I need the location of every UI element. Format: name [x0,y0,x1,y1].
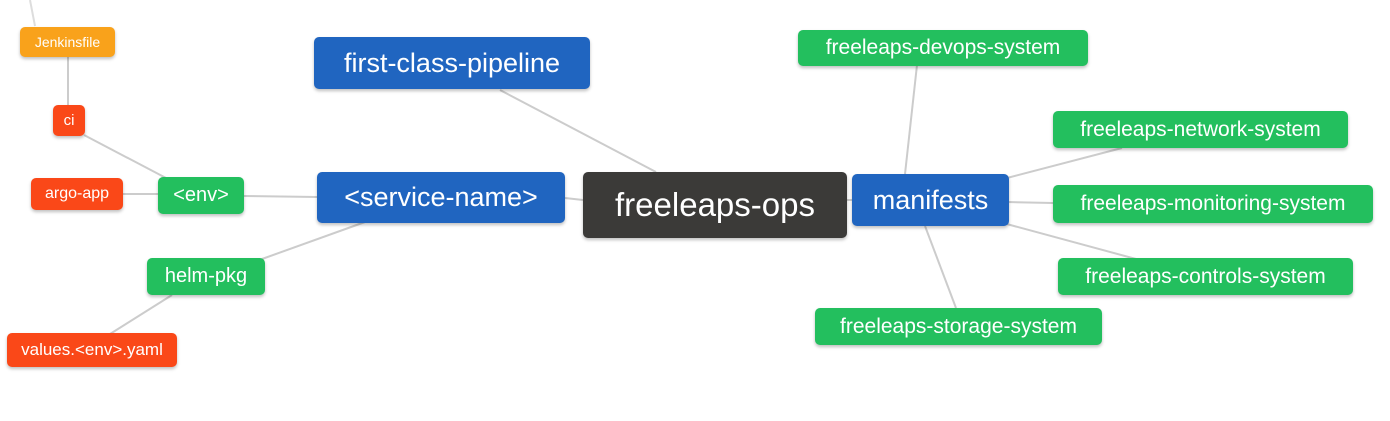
edge-helm-pkg-values [109,294,173,335]
edge-manifests-storage-system [924,225,957,309]
node-freeleaps-storage-system[interactable]: freeleaps-storage-system [815,308,1102,345]
edge-service-name-helm-pkg [261,221,366,260]
edge-manifests-controls-system [1002,222,1137,260]
edge-manifests-network-system [1006,147,1123,179]
edge-manifests-devops-system [904,64,918,175]
edge-manifests-monitoring-system [1006,201,1054,204]
node-helm-pkg[interactable]: helm-pkg [147,258,265,295]
node-freeleaps-devops-system[interactable]: freeleaps-devops-system [798,30,1088,66]
node-jenkinsfile[interactable]: Jenkinsfile [20,27,115,57]
edge-ci-env [83,134,167,179]
node-manifests[interactable]: manifests [852,174,1009,226]
node-argo-app[interactable]: argo-app [31,178,123,210]
edge-offscreen-jenkinsfile [29,0,36,27]
edge-service-name-freeleaps-ops [564,197,584,201]
node-service-name[interactable]: <service-name> [317,172,565,223]
node-freeleaps-network-system[interactable]: freeleaps-network-system [1053,111,1348,148]
node-env[interactable]: <env> [158,177,244,214]
node-freeleaps-ops[interactable]: freeleaps-ops [583,172,847,238]
edge-env-service-name [243,195,318,198]
node-first-class-pipeline[interactable]: first-class-pipeline [314,37,590,89]
edge-first-class-pipeline-freeleaps-ops [499,89,657,173]
node-freeleaps-controls-system[interactable]: freeleaps-controls-system [1058,258,1353,295]
node-values-env-yaml[interactable]: values.<env>.yaml [7,333,177,367]
node-freeleaps-monitoring-system[interactable]: freeleaps-monitoring-system [1053,185,1373,223]
node-ci[interactable]: ci [53,105,85,136]
